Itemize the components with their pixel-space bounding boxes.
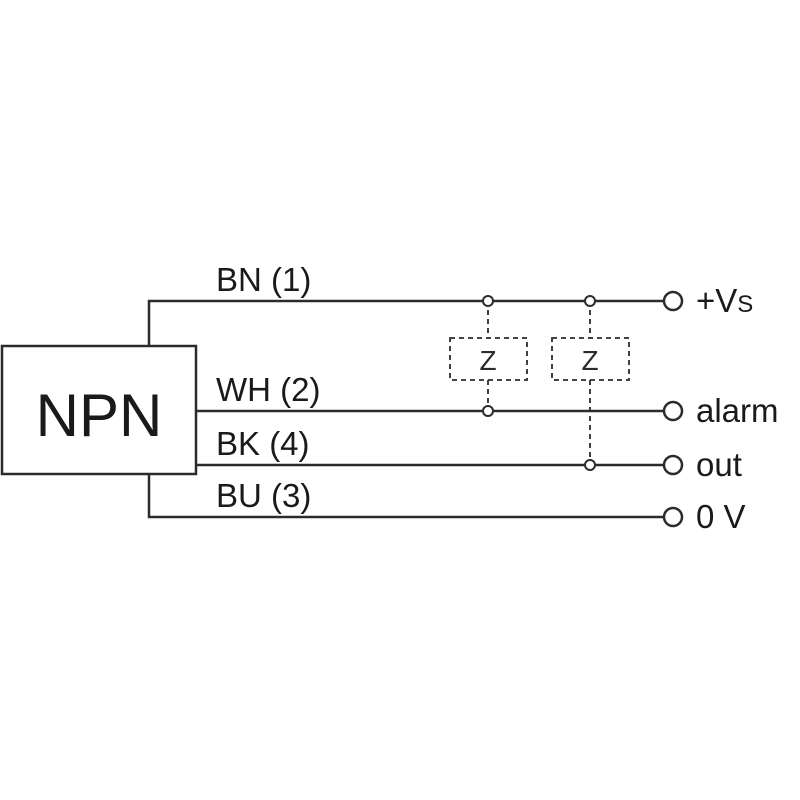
junction-bk-load-2	[584, 459, 596, 471]
terminal-vs	[662, 290, 684, 312]
terminal-0v	[662, 506, 684, 528]
junction-bn-load-2	[584, 295, 596, 307]
wire-label-wh: WH (2)	[216, 371, 320, 408]
terminal-out	[662, 454, 684, 476]
terminal-label-vs-main: +V	[696, 282, 737, 319]
npn-device-box	[0, 344, 198, 476]
wire-label-bu: BU (3)	[216, 477, 311, 514]
load-2-label: Z	[581, 345, 598, 376]
device-label: NPN	[36, 382, 163, 449]
wire-label-bn: BN (1)	[216, 261, 311, 298]
terminal-alarm	[662, 400, 684, 422]
junction-bn-load-1	[482, 295, 494, 307]
terminal-label-vs: +VS	[696, 282, 753, 319]
terminal-label-vs-sub: S	[737, 291, 753, 318]
terminal-label-0v: 0 V	[696, 498, 746, 535]
junction-wh-load-1	[482, 405, 494, 417]
wire-bu	[147, 474, 664, 519]
wire-bn	[147, 299, 664, 346]
terminal-label-out: out	[696, 446, 742, 483]
wire-label-bk: BK (4)	[216, 425, 310, 462]
load-1-label: Z	[479, 345, 496, 376]
terminal-label-alarm: alarm	[696, 392, 779, 429]
